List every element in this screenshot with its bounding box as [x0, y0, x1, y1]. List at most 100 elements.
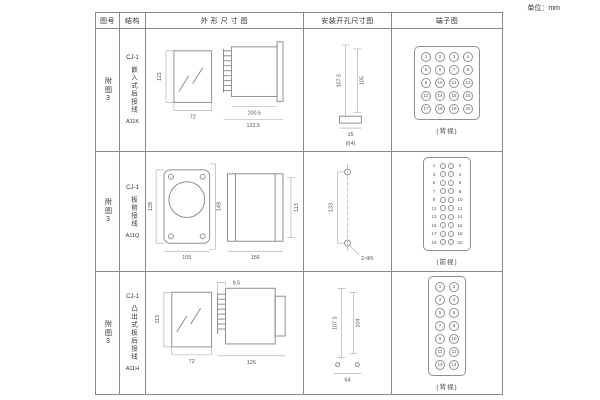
header-terminal: 端子图 — [392, 13, 502, 29]
install-cell: 107.5 104 64 — [304, 272, 392, 394]
terminal-circle: 2 — [449, 281, 459, 292]
front-face-drawing — [173, 50, 213, 103]
dimension-lines — [163, 291, 212, 356]
terminal-circle — [448, 179, 454, 186]
terminal-circle — [440, 239, 446, 246]
structure-desc-label: 凸出式板后接线 — [129, 305, 137, 361]
terminal-circle: 4 — [463, 51, 473, 62]
structure-desc-label: 板前接线 — [129, 195, 137, 228]
dim-stud-length: 9.5 — [233, 280, 241, 286]
terminal-number: 7 — [432, 188, 436, 194]
structure-cell: CJ-1 板前接线 A11Q — [120, 152, 146, 272]
terminal-circle — [448, 222, 454, 229]
terminal-number: 4 — [458, 171, 462, 177]
terminal-circle — [440, 171, 446, 178]
terminal-circle — [448, 188, 454, 195]
terminal-circle: 9 — [421, 77, 431, 88]
terminal-circle: 10 — [435, 77, 445, 88]
terminal-circle: 11 — [449, 77, 459, 88]
terminal-number: 2 — [458, 163, 462, 169]
terminal-number: 14 — [457, 214, 463, 220]
terminal-circle — [440, 188, 446, 195]
terminal-circle: 9 — [435, 333, 445, 344]
terminal-number: 6 — [458, 180, 462, 186]
terminal-number: 19 — [431, 239, 437, 245]
terminal-circle: 12 — [449, 346, 459, 357]
terminal-circle — [448, 162, 454, 169]
terminal-number: 15 — [431, 222, 437, 228]
terminal-circle: 14 — [449, 359, 459, 370]
figure-label: 附图3 — [104, 76, 112, 104]
figure-label: 附图3 — [104, 198, 112, 225]
terminal-circle — [440, 205, 446, 212]
terminal-number: 12 — [457, 205, 463, 211]
terminal-circle: 18 — [435, 103, 445, 114]
terminal-circle: 16 — [463, 90, 473, 101]
dim-cutout-height2: 105 — [359, 76, 365, 85]
terminal-number: 1 — [432, 163, 436, 169]
terminal-view-label: (背视) — [436, 127, 458, 135]
dim-hole-height2: 104 — [355, 319, 361, 328]
header-install: 安装开孔尺寸图 — [304, 13, 392, 29]
terminal-circle: 6 — [449, 307, 459, 318]
terminal-circle — [448, 230, 454, 237]
terminal-circle: 5 — [421, 64, 431, 75]
terminal-number: 17 — [431, 231, 437, 237]
terminal-circle: 1 — [435, 281, 445, 292]
dimension-lines — [165, 50, 212, 111]
dim-cutout-height: 107.5 — [337, 74, 343, 88]
side-view-drawing — [226, 173, 295, 252]
terminal-view-label: (背视) — [436, 383, 458, 391]
structure-cell: CJ-1 凸出式板后接线 A11H — [120, 272, 146, 394]
terminal-circle: 12 — [463, 77, 473, 88]
hole-drawing — [337, 164, 360, 256]
terminal-circle: 5 — [435, 307, 445, 318]
terminal-circle: 15 — [449, 90, 459, 101]
dim-width: 72 — [189, 359, 195, 365]
install-drawing-projecting: 107.5 104 64 — [333, 288, 361, 383]
terminal-circle: 13 — [421, 90, 431, 101]
terminal-circle: 8 — [463, 64, 473, 75]
terminal-number: 8 — [458, 188, 462, 194]
terminal-circle — [440, 213, 446, 220]
terminal-number: 10 — [457, 197, 463, 203]
terminal-circle: 19 — [449, 103, 459, 114]
structure-cell: CJ-1 嵌入式后接线 A11K — [120, 29, 146, 152]
terminal-circle: 6 — [435, 64, 445, 75]
dim-hole-spacing: 133 — [329, 203, 335, 212]
terminal-circle — [440, 230, 446, 237]
dim-right-height: 149 — [217, 202, 223, 211]
figure-cell: 附图3 — [96, 29, 120, 152]
type-code-label: A11Q — [125, 232, 140, 239]
outline-drawing-front-wired: 128 149 105 156 113 — [148, 163, 300, 261]
install-cell: 107.5 105 15 (64) — [304, 29, 392, 152]
terminal-circle: 13 — [435, 359, 445, 370]
terminal-circle — [440, 179, 446, 186]
side-view-drawing — [223, 41, 284, 120]
hole-callout: 2-Φ5 — [361, 256, 373, 262]
terminal-circle — [440, 162, 446, 169]
terminal-circle: 3 — [435, 294, 445, 305]
terminal-circle: 14 — [435, 90, 445, 101]
header-structure: 结构 — [120, 13, 146, 29]
model-label: CJ-1 — [126, 294, 139, 300]
dim-total-depth: 122.5 — [246, 123, 260, 129]
side-view-drawing — [217, 282, 286, 357]
terminal-circle: 10 — [449, 333, 459, 344]
model-label: CJ-1 — [126, 55, 139, 61]
terminal-circle: 4 — [449, 294, 459, 305]
terminal-circle — [448, 171, 454, 178]
outline-cell: 115 72 100.5 — [146, 29, 304, 152]
terminal-number: 16 — [457, 222, 463, 228]
outline-drawing-flush: 115 72 100.5 — [157, 41, 284, 129]
outline-cell: 115 72 — [146, 272, 304, 394]
